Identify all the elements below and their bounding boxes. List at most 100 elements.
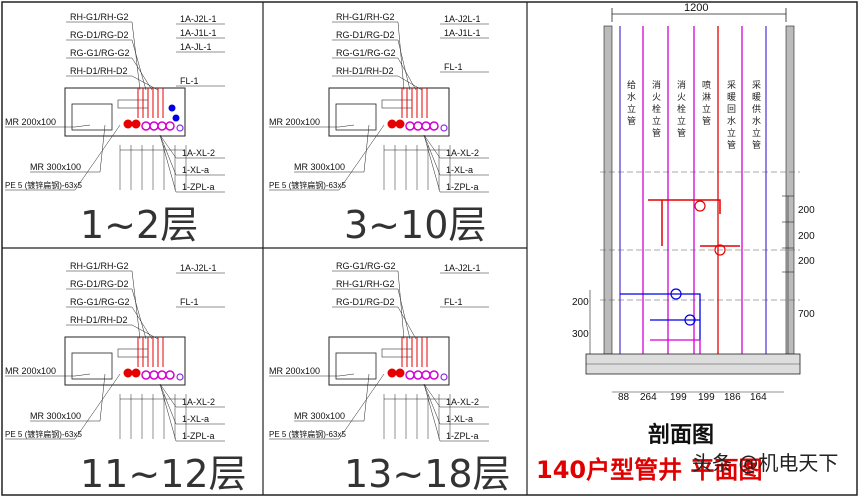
pipe-label: 1-ZPL-a	[446, 431, 479, 441]
pipe-label: RG-D1/RG-D2	[336, 297, 395, 307]
pipe-ring-magenta	[429, 121, 439, 131]
leader-line	[397, 288, 411, 340]
pipe-label: RG-G1/RG-G2	[336, 48, 396, 58]
leader-line	[423, 134, 441, 176]
leader-line	[423, 383, 441, 408]
pipe-ring-magenta	[141, 121, 151, 131]
leader-line	[131, 288, 147, 340]
pipe-label: RH-D1/RH-D2	[70, 66, 128, 76]
dimension-value: 199	[698, 392, 715, 403]
pipe-label: MR 300x100	[30, 162, 81, 172]
leader-line	[397, 306, 417, 340]
pipe-label: 1A-J1L-1	[444, 28, 481, 38]
dimension-value: 300	[572, 329, 589, 340]
drawing-title: 140户型管井 平面图	[536, 456, 762, 484]
riser-name: 消火栓立管	[650, 79, 661, 140]
riser-name: 喷淋立管	[700, 80, 711, 128]
pipe-ring-violet	[176, 124, 184, 132]
floor-plan-panel: RH-G1/RH-G2RG-D1/RG-D2RG-G1/RG-G2RH-D1/R…	[5, 12, 225, 247]
leader-line	[74, 124, 121, 191]
pipe-label: 1-XL-a	[446, 414, 473, 424]
pipe-label: 1A-JL-1	[180, 42, 212, 52]
leader-line	[423, 134, 441, 193]
pipe-dot-red	[123, 368, 133, 378]
floor-label: 11~12层	[80, 452, 247, 496]
pipe-label: FL-1	[180, 297, 199, 307]
dimension-value: 200	[798, 205, 815, 216]
cable-tray	[335, 352, 377, 380]
dimension-value: 200	[572, 297, 589, 308]
leader-line	[338, 373, 355, 377]
leader-line	[397, 21, 405, 91]
pipe-label: 1-XL-a	[446, 165, 473, 175]
floor-plan-panel: RH-G1/RH-G2RG-D1/RG-D2RG-G1/RG-G2RH-D1/R…	[269, 12, 489, 247]
pipe-ring-magenta	[421, 121, 431, 131]
floor-plan-panel: RH-G1/RH-G2RG-D1/RG-D2RG-G1/RG-G2RH-D1/R…	[5, 261, 247, 496]
leader-line	[423, 383, 441, 442]
valve-red	[714, 244, 726, 256]
pipe-label: MR 200x100	[269, 366, 320, 376]
leader-line	[159, 134, 177, 176]
leader-line	[99, 124, 106, 173]
shaft-outline	[328, 336, 450, 386]
pipe-ring-violet	[176, 373, 184, 381]
pipe-bend	[650, 339, 701, 354]
pipe-label: 1-ZPL-a	[182, 431, 215, 441]
pipe-ring-magenta	[141, 370, 151, 380]
pipe-ring-violet	[440, 124, 448, 132]
dimension-value: 88	[618, 392, 630, 403]
dimension-value: 700	[798, 309, 815, 320]
section-caption: 剖面图	[648, 422, 714, 448]
pipe-label: RG-D1/RG-D2	[70, 279, 129, 289]
leader-line	[159, 134, 177, 193]
valve-red	[694, 200, 706, 212]
pipe-ring-magenta	[413, 370, 423, 380]
watermark: 头条 @机电天下	[692, 451, 838, 475]
pipe-label: 1A-J2L-1	[180, 263, 217, 273]
leader-line	[131, 306, 153, 340]
leader-line	[131, 21, 141, 91]
pipe-dot-red	[395, 119, 405, 129]
cable-tray	[335, 103, 377, 131]
pipe-label: RH-D1/RH-D2	[336, 66, 394, 76]
pipe-dot-red	[387, 368, 397, 378]
pipe-label: RH-G1/RH-G2	[336, 279, 395, 289]
dimension-value: 186	[724, 392, 741, 403]
floor-label: 1~2层	[80, 203, 198, 247]
pipe-dot-blue	[168, 104, 176, 112]
leader-line	[397, 270, 405, 340]
pipe-label: 1A-J1L-1	[180, 28, 217, 38]
shaft-wall-left	[603, 25, 613, 355]
pipe-ring-magenta	[157, 121, 167, 131]
pipe-dot-red	[123, 119, 133, 129]
top-dimension-label: 1200	[684, 2, 708, 14]
pipe-label: RH-D1/RH-D2	[70, 315, 128, 325]
shaft-outline	[328, 87, 450, 137]
leader-line	[159, 383, 177, 408]
leader-line	[423, 383, 441, 425]
pipe-label: PE 5 (镀锌扁钢)-63x5	[269, 180, 346, 190]
riser-name: 给水立管	[625, 79, 636, 128]
pipe-ring-magenta	[413, 121, 423, 131]
pipe-label: MR 200x100	[5, 117, 56, 127]
shaft-outline	[64, 336, 186, 386]
leader-line	[74, 124, 91, 128]
pipe-ring-magenta	[149, 121, 159, 131]
dimension-value: 199	[670, 392, 687, 403]
pipe-ring-magenta	[405, 370, 415, 380]
pipe-dot-red	[131, 368, 141, 378]
leader-line	[363, 373, 370, 422]
pipe-dot-blue	[172, 114, 180, 122]
riser-name: 消火栓立管	[675, 79, 686, 140]
dimension-value: 200	[798, 231, 815, 242]
pipe-label: RH-G1/RH-G2	[70, 12, 129, 22]
pipe-ring-magenta	[165, 370, 175, 380]
valve-blue	[684, 314, 696, 326]
pipe-label: 1A-XL-2	[182, 397, 215, 407]
leader-line	[338, 373, 385, 440]
leader-line	[131, 270, 141, 340]
leader-line	[131, 57, 153, 91]
dimension-value: 264	[640, 392, 657, 403]
